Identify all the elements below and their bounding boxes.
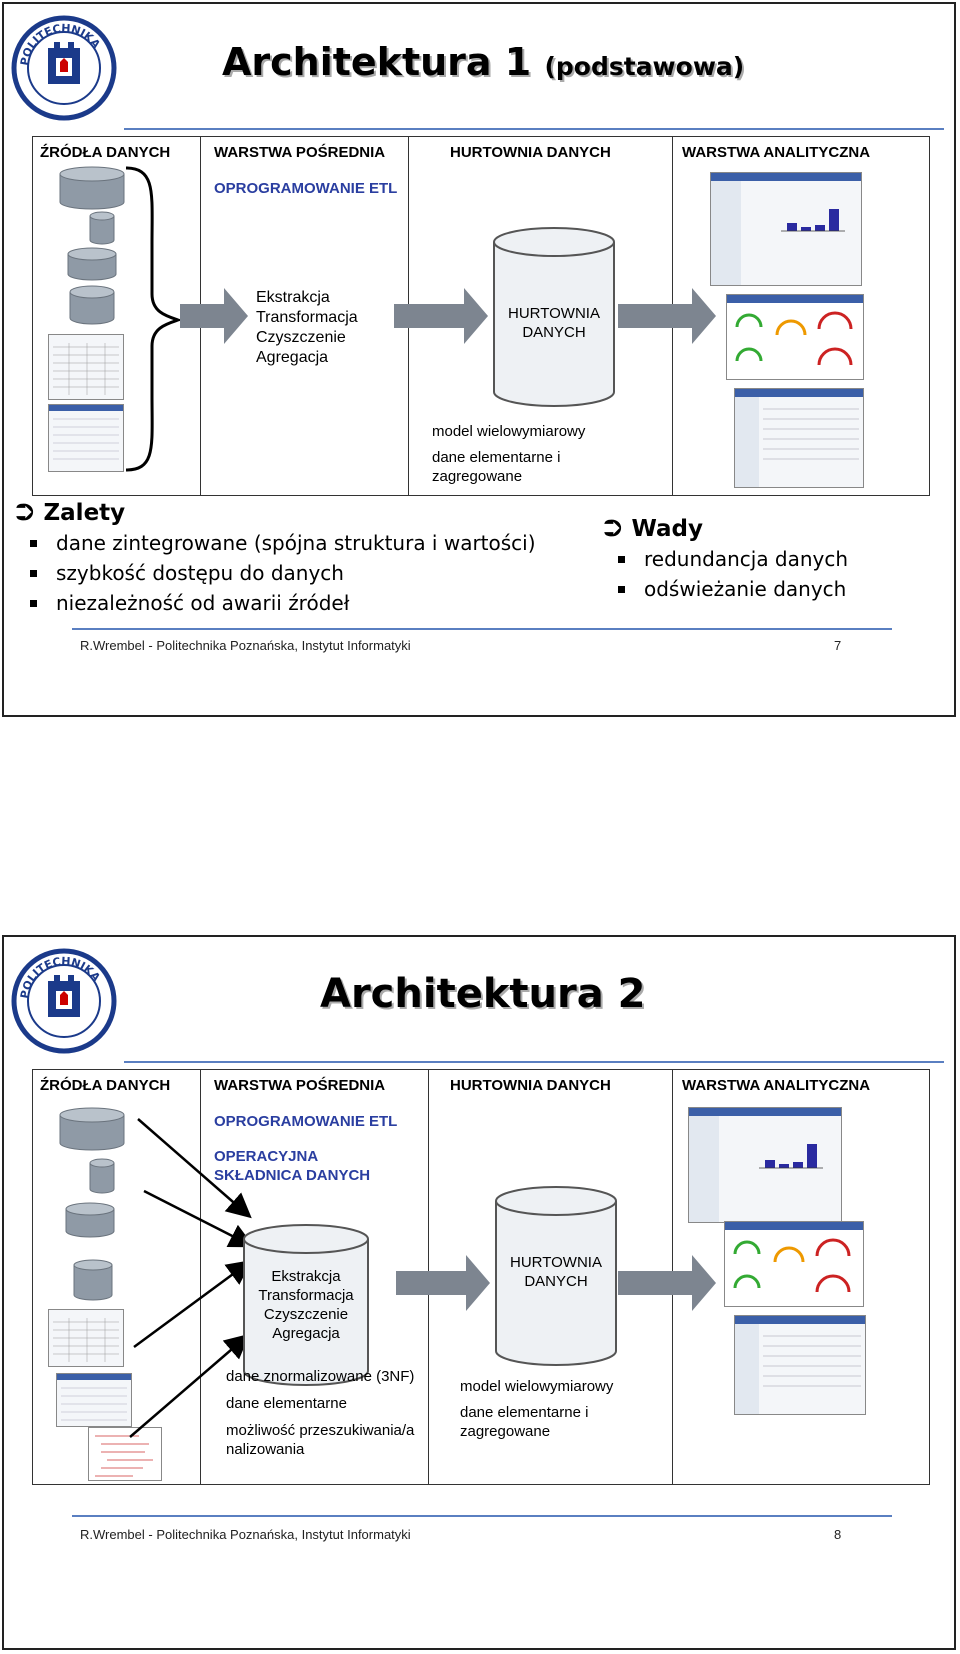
pros-section: ⮊ Zalety dane zintegrowane (spójna strukt… [16, 500, 536, 618]
cons-item: odświeżanie danych [617, 574, 848, 604]
cons-section: ⮊ Wady redundancja danych odświeżanie dan… [604, 516, 848, 604]
column-header-middle-layer: WARSTWA POŚREDNIA [214, 1077, 386, 1094]
etl-process-list: Ekstrakcja Transformacja Czyszczenie Agr… [256, 288, 358, 368]
process-step: Agregacja [272, 1325, 340, 1342]
process-step: Transformacja [256, 309, 358, 326]
university-logo: POLITECHNIKA [10, 947, 118, 1055]
title-rule [124, 1061, 944, 1063]
footer-rule [72, 1515, 892, 1517]
ods-cylinder [243, 1224, 369, 1386]
slide-architektura-1: POLITECHNIKA Architektura 1 (podstawowa)… [2, 2, 956, 717]
source-databases [59, 1107, 125, 1238]
warehouse-model-note: model wielowymiarowy [432, 423, 586, 440]
column-header-sources: ŹRÓDŁA DANYCH [40, 1077, 171, 1094]
slide-footer: R.Wrembel - Politechnika Poznańska, Inst… [80, 638, 411, 653]
architecture-diagram [32, 136, 930, 496]
process-step: Agregacja [256, 349, 329, 366]
warehouse-cylinder-label: HURTOWNIA DANYCH [508, 305, 600, 341]
warehouse-data-note: dane elementarne i zagregowane [432, 449, 561, 485]
pros-item: szybkość dostępu do danych [30, 558, 536, 588]
analytics-table-thumbnail [734, 388, 864, 488]
ods-note: dane znormalizowane (3NF) [226, 1368, 415, 1385]
warehouse-cylinder-label: HURTOWNIA DANYCH [510, 1254, 602, 1290]
analytics-dashboard-thumbnail [724, 1221, 864, 1307]
arrow-to-etl [180, 288, 248, 344]
analytics-report-thumbnail [688, 1107, 842, 1223]
ods-label: OPERACYJNA SKŁADNICA DANYCH [214, 1148, 371, 1184]
arrow-to-analytics [618, 288, 716, 344]
arrow-bullet-icon: ⮊ [16, 500, 34, 526]
process-step: Czyszczenie [256, 329, 346, 346]
column-header-analytics: WARSTWA ANALITYCZNA [682, 144, 871, 161]
etl-process-list: Ekstrakcja Transformacja Czyszczenie Agr… [244, 1267, 368, 1343]
source-databases [59, 166, 125, 325]
warehouse-model-note: model wielowymiarowy [460, 1378, 614, 1395]
etl-label: OPROGRAMOWANIE ETL [214, 180, 398, 197]
warehouse-cylinder [495, 1186, 617, 1366]
ods-note: dane elementarne [226, 1395, 347, 1412]
cons-item: redundancja danych [617, 544, 848, 574]
arrow-to-warehouse [396, 1255, 490, 1311]
page-number: 8 [834, 1527, 842, 1542]
architecture-diagram [32, 1069, 930, 1485]
analytics-dashboard-thumbnail [726, 294, 864, 380]
process-step: Ekstrakcja [271, 1268, 341, 1285]
pros-item: niezależność od awarii źródeł [30, 588, 536, 618]
etl-label: OPROGRAMOWANIE ETL [214, 1113, 398, 1130]
university-logo: POLITECHNIKA [10, 14, 118, 122]
slide-architektura-2: POLITECHNIKA Architektura 2 ŹRÓDŁA DANYC… [2, 935, 956, 1650]
arrow-to-analytics [618, 1255, 716, 1311]
source-spreadsheet-thumbnail [48, 1309, 124, 1367]
source-spreadsheet-thumbnail [48, 334, 124, 400]
slide-title: Architektura 2 [320, 971, 646, 1017]
arrow-to-warehouse [394, 288, 488, 344]
page-number: 7 [834, 638, 842, 653]
column-header-warehouse: HURTOWNIA DANYCH [450, 144, 611, 161]
analytics-table-thumbnail [734, 1315, 866, 1415]
slide-subtitle: (podstawowa) [544, 52, 745, 81]
sources-to-ods-arrows [129, 1118, 255, 1438]
cons-heading: Wady [631, 516, 704, 542]
footer-rule [72, 628, 892, 630]
warehouse-data-note: dane elementarne i zagregowane [460, 1404, 589, 1440]
pros-heading: Zalety [43, 500, 126, 526]
ods-notes: dane znormalizowane (3NF) dane elementar… [226, 1367, 416, 1459]
source-table-thumbnail [56, 1373, 132, 1427]
column-header-sources: ŹRÓDŁA DANYCH [40, 144, 171, 161]
source-table-thumbnail [48, 404, 124, 472]
slide-title: Architektura 1 (podstawowa) [222, 40, 745, 84]
column-header-warehouse: HURTOWNIA DANYCH [450, 1077, 611, 1094]
warehouse-cylinder [493, 227, 615, 407]
process-step: Transformacja [258, 1287, 354, 1304]
arrow-bullet-icon: ⮊ [604, 516, 622, 542]
ods-note: możliwość przeszukiwania/analizowania [226, 1422, 415, 1458]
process-step: Ekstrakcja [256, 289, 330, 306]
slide-footer: R.Wrembel - Politechnika Poznańska, Inst… [80, 1527, 411, 1542]
source-xml-thumbnail [88, 1427, 162, 1481]
sources-bracket [125, 166, 182, 472]
process-step: Czyszczenie [263, 1306, 349, 1323]
column-header-middle-layer: WARSTWA POŚREDNIA [214, 144, 386, 161]
column-divider [200, 1069, 201, 1485]
title-rule [124, 128, 944, 130]
analytics-report-thumbnail [710, 172, 862, 286]
pros-item: dane zintegrowane (spójna struktura i wa… [30, 528, 536, 558]
column-header-analytics: WARSTWA ANALITYCZNA [682, 1077, 871, 1094]
source-database-small [73, 1259, 113, 1301]
